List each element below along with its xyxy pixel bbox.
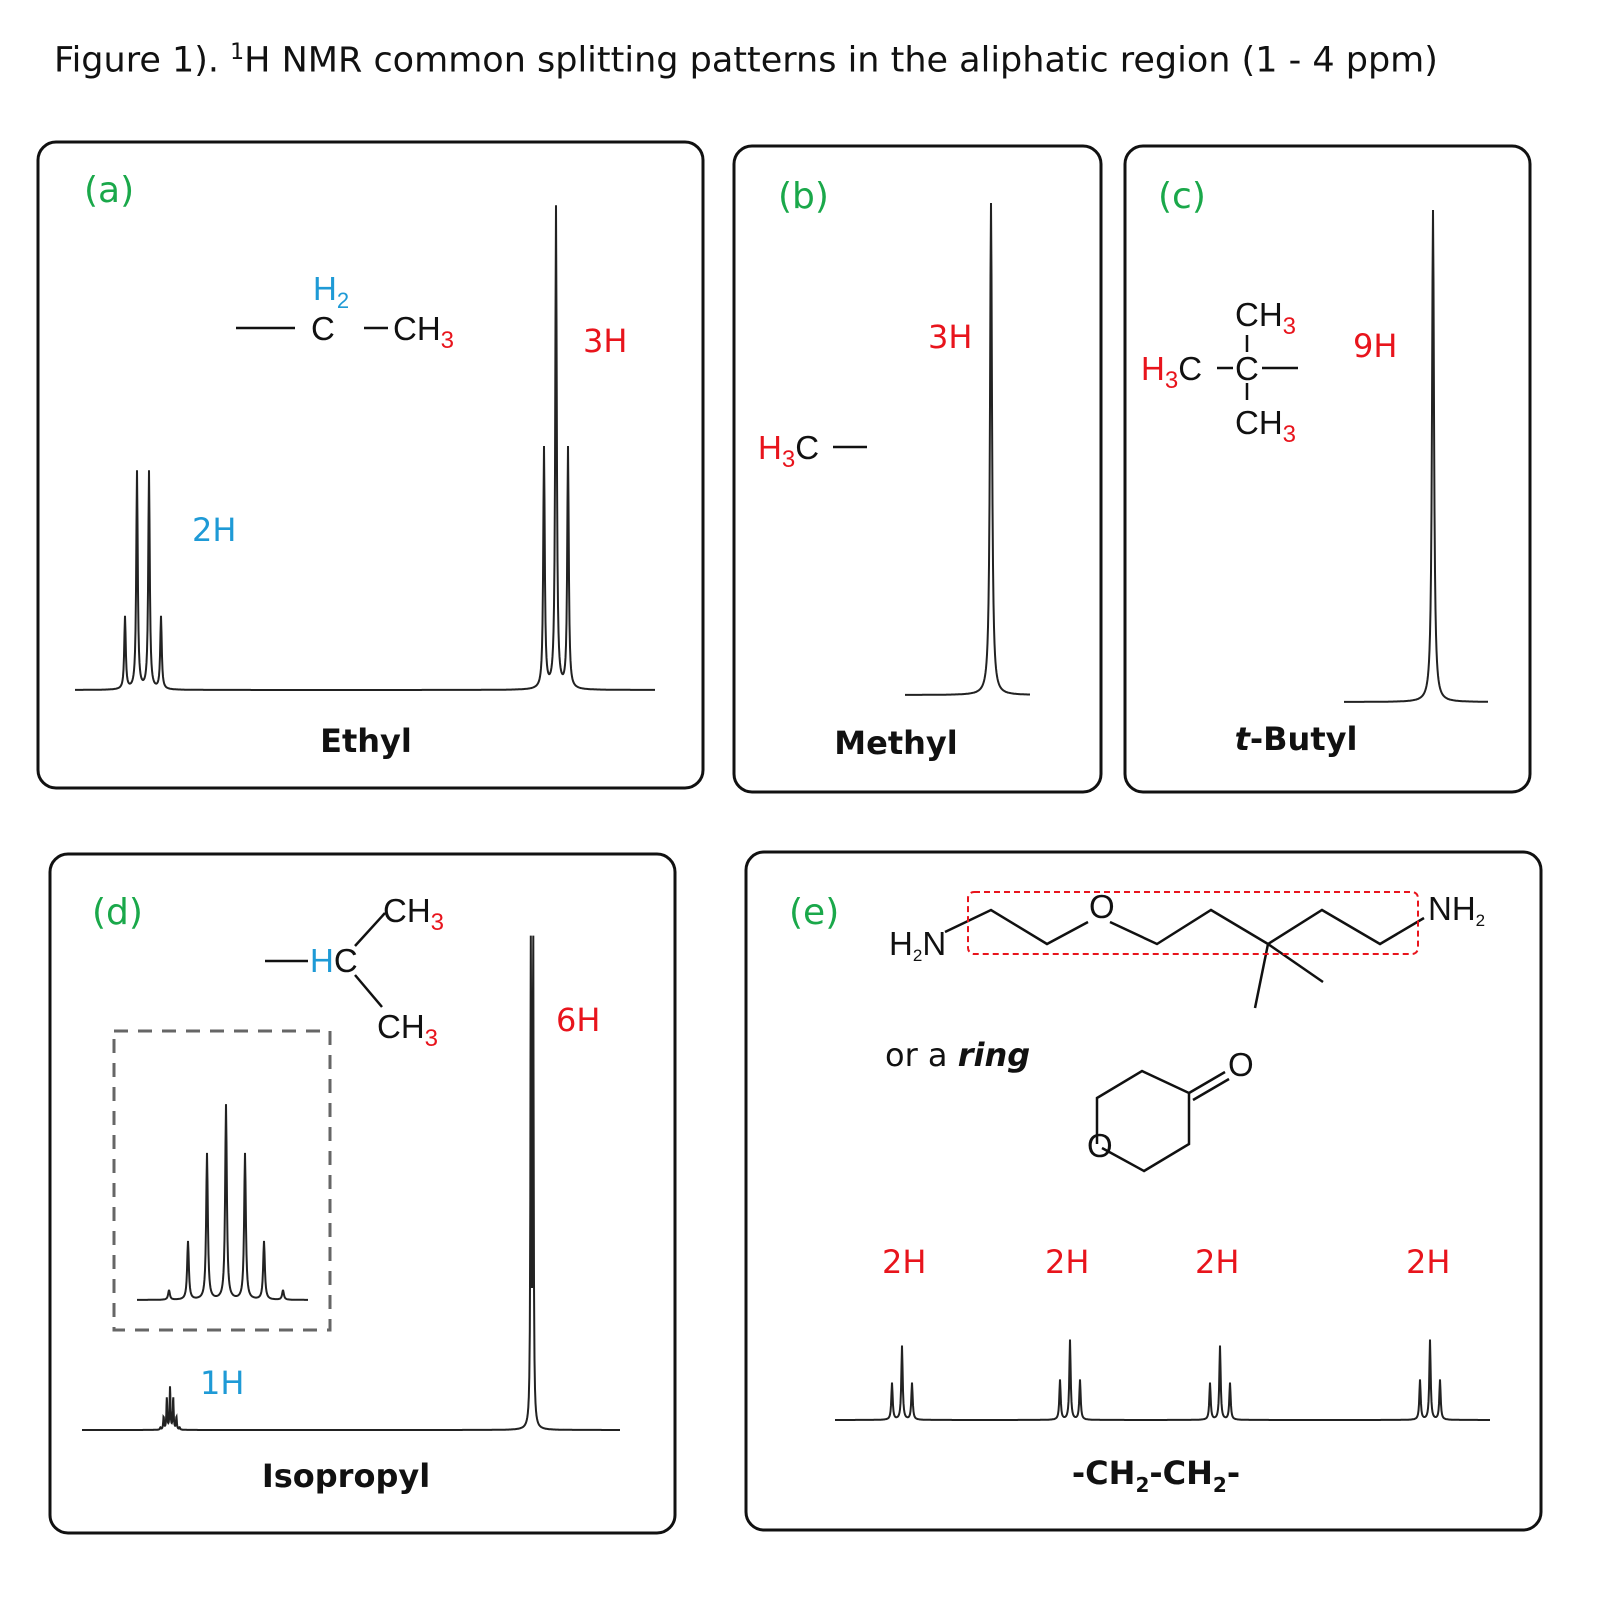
isopropyl-bottom-ch3: CH3	[377, 1008, 438, 1052]
panel-d-frame	[48, 852, 677, 1535]
panel-c-frame	[1123, 144, 1532, 794]
panel-b-name: Methyl	[834, 724, 957, 762]
h2n-label: H2N	[889, 925, 946, 965]
panel-e-label: (e)	[789, 892, 839, 933]
panel-b: (b) 3H H3C Methyl	[732, 144, 1103, 794]
panel-a-name: Ethyl	[320, 722, 412, 760]
ethyl-spectrum	[75, 205, 655, 691]
tbutyl-bottom-ch3: CH3	[1235, 404, 1296, 448]
peak-label-2h: 2H	[1406, 1243, 1450, 1281]
panel-e-frame	[744, 850, 1543, 1532]
peak-label-9h: 9H	[1353, 327, 1397, 365]
tetrahydropyranone-ring: O O	[1087, 1046, 1254, 1173]
isopropyl-spectrum	[82, 935, 620, 1431]
carbonyl-bond	[1192, 1077, 1230, 1102]
tbutyl-top-ch3: CH3	[1235, 296, 1296, 340]
methyl-structure: H3C	[758, 429, 867, 473]
septet-zoom-box	[112, 1029, 332, 1332]
panel-a: (a) H2 C CH3 2H 3H Ethyl	[36, 140, 705, 790]
isopropyl-hc-label: HC	[310, 942, 358, 979]
panel-c: (c) CH3 H3C C CH3 9H t-Butyl	[1123, 144, 1532, 794]
panel-b-label: (b)	[778, 176, 829, 217]
ring-o-label: O	[1087, 1127, 1113, 1164]
nh2-label: NH2	[1428, 890, 1485, 930]
panel-e: (e) H2N O NH2 or a ring O O 2H 2H 2H 2H …	[744, 850, 1543, 1532]
panel-b-frame	[732, 144, 1103, 794]
figure-title: Figure 1). 1H NMR common splitting patte…	[54, 40, 1438, 81]
isopropyl-top-ch3: CH3	[383, 892, 444, 936]
methyl-spectrum	[905, 202, 1030, 696]
ethyl-h2-label: H2	[313, 270, 349, 313]
panel-c-label: (c)	[1158, 176, 1206, 217]
or-ring-text: or a ring	[885, 1036, 1030, 1074]
bond	[354, 912, 386, 947]
peak-label-1h: 1H	[200, 1364, 244, 1402]
tbutyl-spectrum	[1344, 209, 1488, 703]
bond	[354, 974, 383, 1008]
ethyl-carbon: C	[311, 310, 335, 347]
tbutyl-structure: CH3 H3C C CH3	[1141, 296, 1298, 448]
diamine-ether-structure: H2N O NH2	[889, 888, 1485, 1009]
ch2ch2-spectrum	[835, 1339, 1490, 1421]
panel-a-frame	[36, 140, 705, 790]
methyl-branch	[1267, 942, 1324, 984]
peak-label-3h: 3H	[928, 318, 972, 356]
panel-d-label: (d)	[92, 892, 143, 933]
ethyl-ch3-label: CH3	[393, 310, 454, 354]
ethyl-structure: H2 C CH3	[236, 270, 454, 354]
peak-label-3h: 3H	[583, 322, 627, 360]
panel-d-name: Isopropyl	[262, 1457, 430, 1495]
ether-o-label: O	[1089, 888, 1115, 925]
methyl-h3c-label: H3C	[758, 429, 819, 473]
septet-inset-spectrum	[137, 1104, 308, 1301]
tbutyl-center-carbon: C	[1235, 350, 1259, 387]
ch2-highlight-box	[967, 891, 1419, 955]
panel-a-label: (a)	[84, 170, 134, 211]
carbonyl-bond	[1188, 1070, 1226, 1095]
isopropyl-structure: HC CH3 CH3	[265, 892, 444, 1052]
peak-label-2h: 2H	[882, 1243, 926, 1281]
chain-bonds-right	[1109, 908, 1425, 946]
peak-label-2h: 2H	[1045, 1243, 1089, 1281]
peak-label-6h: 6H	[556, 1001, 600, 1039]
panel-c-name: t-Butyl	[1235, 720, 1358, 758]
chain-bonds-left	[944, 908, 1089, 946]
peak-label-2h: 2H	[192, 511, 236, 549]
panel-e-name: -CH2-CH2-	[1072, 1454, 1240, 1497]
panel-d: (d) HC CH3 CH3 6H 1H Isopropyl	[48, 852, 677, 1535]
peak-label-2h: 2H	[1195, 1243, 1239, 1281]
keto-o-label: O	[1228, 1046, 1254, 1083]
tbutyl-h3c-label: H3C	[1141, 350, 1202, 394]
